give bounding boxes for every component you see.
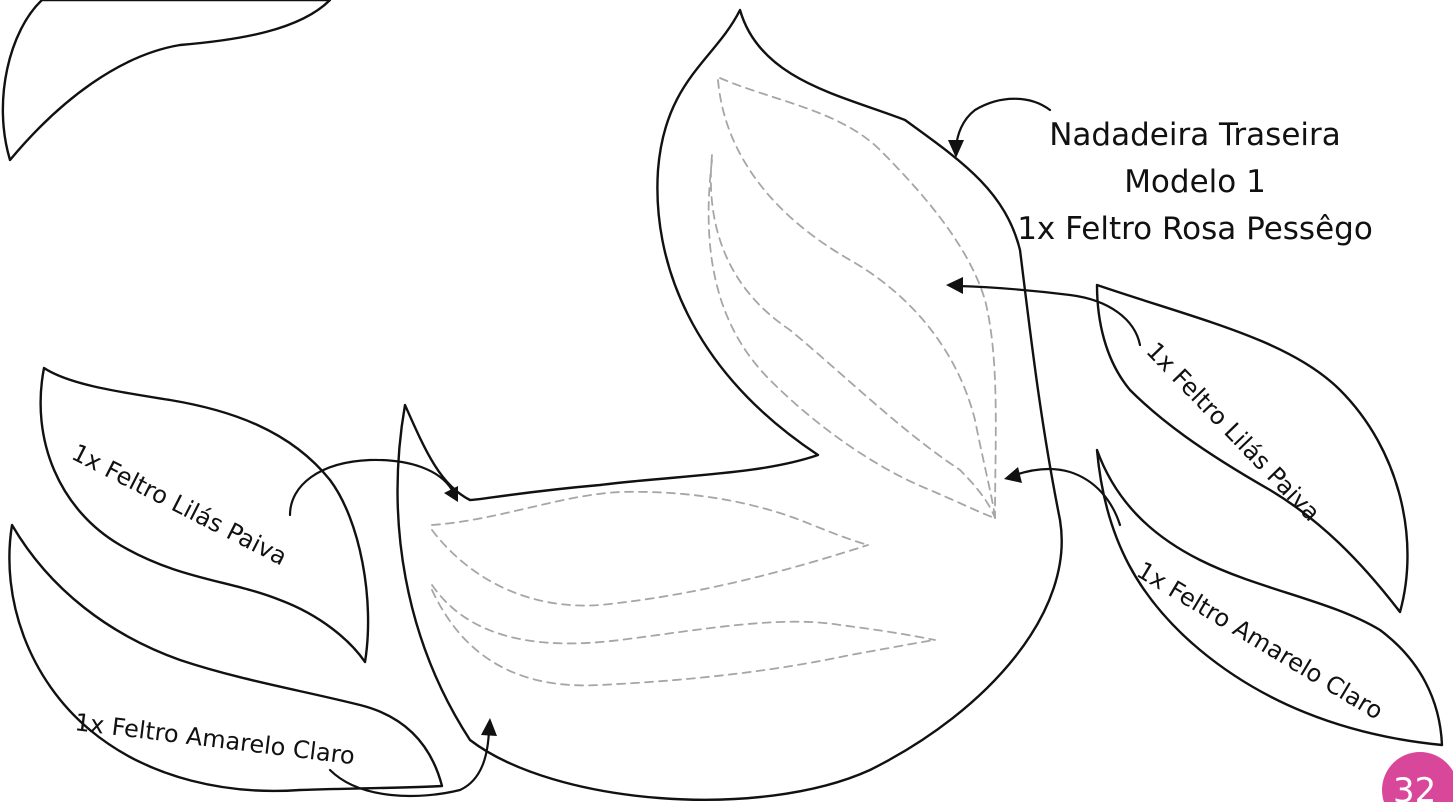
left-upper-arrow — [288, 458, 454, 517]
partial-fin-piece — [1, 0, 332, 162]
stitch-guide-lower-3 — [431, 584, 936, 645]
right-lower-arrowhead — [1004, 467, 1022, 483]
left-lower-leaf-piece — [8, 523, 444, 793]
left-upper-leaf-piece — [39, 366, 370, 664]
right-upper-leaf-piece — [1095, 283, 1409, 614]
page-number-badge — [1382, 752, 1453, 802]
stitch-guide-lower-4 — [431, 589, 936, 687]
right-lower-arrow — [1013, 467, 1122, 527]
stitch-guide-upper-3 — [710, 154, 996, 519]
stitch-guide-upper-2 — [717, 79, 996, 519]
title-line-3: 1x Feltro Rosa Pessêgo — [1017, 211, 1373, 247]
title-arrowhead — [948, 140, 964, 158]
left-lower-arrowhead — [481, 718, 497, 736]
title-line-1: Nadadeira Traseira — [1049, 117, 1341, 153]
stitch-guide-lower-1 — [431, 490, 869, 546]
page-number: 32 — [1393, 771, 1436, 802]
tail-fin-main-piece — [396, 8, 1063, 801]
title-line-2: Modelo 1 — [1124, 164, 1266, 200]
right-upper-arrow — [956, 284, 1142, 347]
right-upper-arrowhead — [946, 277, 963, 294]
stitch-guide-lower-2 — [431, 529, 869, 607]
stitch-guide-upper-1 — [719, 77, 997, 519]
title-arrow — [954, 97, 1052, 150]
left-upper-arrowhead — [444, 486, 458, 502]
right-lower-leaf-piece — [1095, 448, 1444, 747]
left-lower-arrow — [328, 728, 491, 798]
